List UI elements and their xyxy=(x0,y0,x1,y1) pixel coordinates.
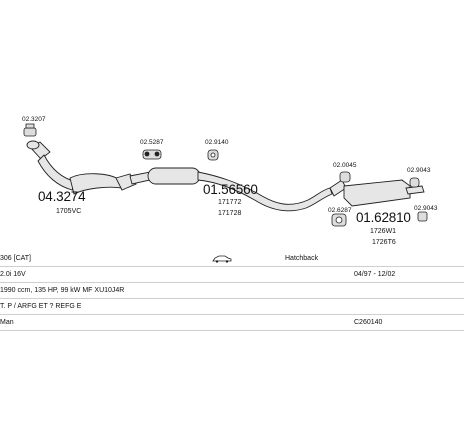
hanger-icon-2[interactable] xyxy=(331,171,428,227)
hanger-label-4: 02.9043 xyxy=(414,205,438,212)
car-icon xyxy=(212,255,232,263)
part-code-middle: 01.56560 xyxy=(203,182,258,197)
hanger-label-3: 02.9043 xyxy=(407,167,431,174)
sub-code-middle-1: 171772 xyxy=(218,199,242,206)
transmission: Man xyxy=(0,319,14,326)
engine-details: 1990 ccm, 135 HP, 99 kW MF XU10J4R xyxy=(0,287,125,294)
clamp-label: 02.3207 xyxy=(22,116,46,123)
sub-code-rear-2: 1726T6 xyxy=(372,239,396,246)
hanger-label: 02.9140 xyxy=(205,139,229,146)
engine-name: 2.0i 16V xyxy=(0,271,26,278)
sub-code-rear-1: 1726W1 xyxy=(370,228,397,235)
clamp-label-2: 02.5287 xyxy=(140,139,164,146)
spec-row: T. P / ARFG ET ? REFG E xyxy=(0,299,464,315)
hanger-icon[interactable] xyxy=(207,149,219,161)
model-name: 306 [CAT] xyxy=(0,255,31,262)
middle-silencer-part[interactable] xyxy=(129,167,333,212)
exhaust-diagram: 02.3207 04.3274 1705VC 02.5287 02.9140 0… xyxy=(22,116,438,246)
sub-code-catalyst: 1705VC xyxy=(56,208,82,215)
catalyst-part[interactable] xyxy=(26,140,137,195)
production-period: 04/97 - 12/02 xyxy=(354,271,396,278)
exhaust-drawing xyxy=(23,123,428,227)
spec-row: 1990 ccm, 135 HP, 99 kW MF XU10J4R xyxy=(0,283,464,299)
clamp-icon[interactable] xyxy=(23,123,37,137)
notes: T. P / ARFG ET ? REFG E xyxy=(0,303,82,310)
clamp-label-3: 02.6287 xyxy=(328,207,352,214)
spec-row: 2.0i 16V 04/97 - 12/02 xyxy=(0,267,464,283)
reference-code: C260140 xyxy=(354,319,383,326)
part-code-rear: 01.62810 xyxy=(356,210,411,225)
sub-code-middle-2: 171728 xyxy=(218,210,242,217)
hanger-label-2: 02.0045 xyxy=(333,162,357,169)
rear-silencer-part[interactable] xyxy=(329,179,425,207)
part-code-catalyst: 04.3274 xyxy=(38,189,86,204)
spec-row: 306 [CAT] Hatchback xyxy=(0,251,464,267)
clamp-icon-2[interactable] xyxy=(142,149,162,160)
vehicle-spec-table: 306 [CAT] Hatchback 2.0i 16V 04/97 - 12/… xyxy=(0,251,464,331)
spec-row: Man C260140 xyxy=(0,315,464,331)
body-type: Hatchback xyxy=(285,255,319,262)
